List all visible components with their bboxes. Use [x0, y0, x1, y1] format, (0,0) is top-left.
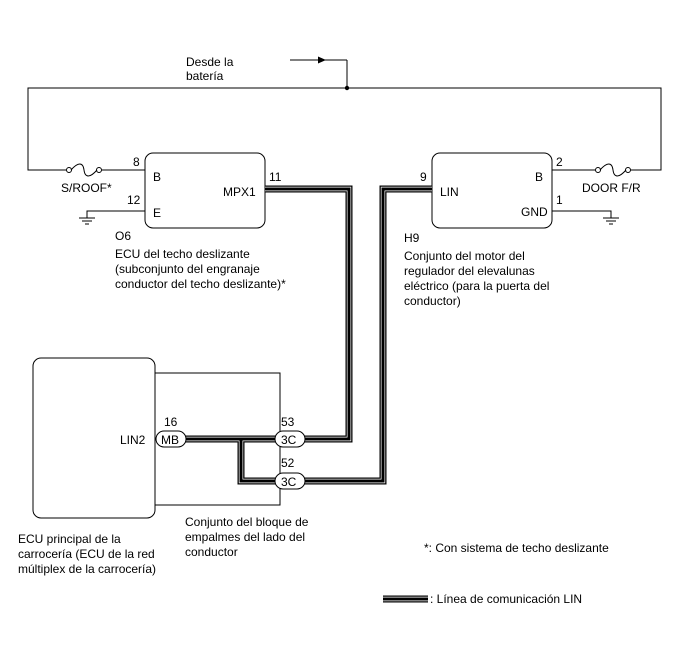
h9-pin-b-number: 2 [556, 155, 563, 169]
o6-pin-e-label: E [153, 206, 161, 220]
door-fr-fuse-icon [595, 163, 631, 177]
main-body-ecu-box [32, 357, 156, 519]
door-fr-fuse-label: DOOR F/R [582, 181, 641, 195]
o6-pin-mpx1-number: 11 [269, 170, 282, 184]
o6-pin-e-number: 12 [127, 193, 141, 207]
junction-pin-52-number: 52 [281, 456, 295, 470]
h9-pin-gnd-number: 1 [556, 193, 563, 207]
o6-pin-b-label: B [153, 170, 161, 184]
ground-icon [79, 210, 145, 225]
main-ecu-description-line1: ECU principal de la [18, 532, 121, 546]
battery-label-line1: Desde la [186, 55, 234, 69]
o6-description-line1: ECU del techo deslizante [115, 247, 250, 261]
o6-description-line3: conductor del techo deslizante)* [115, 277, 286, 291]
lin-communication-lines [185, 185, 432, 485]
o6-description-line2: (subconjunto del engranaje [115, 262, 260, 276]
o6-pin-mpx1-label: MPX1 [223, 185, 256, 199]
connector-mb [155, 430, 187, 448]
main-ecu-description-line2: carrocería (ECU de la red [18, 547, 155, 561]
h9-pin-lin-number: 9 [420, 170, 427, 184]
sroof-fuse-label: S/ROOF* [61, 181, 112, 195]
junction-pin-53-number: 53 [281, 415, 295, 429]
junction-description-line2: empalmes del lado del [185, 530, 305, 544]
main-ecu-pin-number: 16 [164, 415, 178, 429]
sroof-fuse-icon [66, 163, 102, 177]
junction-description-line3: conductor [185, 545, 238, 559]
h9-connector-code: H9 [404, 231, 420, 245]
connector-3c-upper-label: 3C [281, 433, 297, 447]
h9-pin-b-label: B [535, 170, 543, 184]
o6-pin-b-number: 8 [133, 155, 140, 169]
legend-label: : Línea de comunicación LIN [430, 592, 582, 606]
connector-3c-lower-label: 3C [281, 475, 297, 489]
footnote: *: Con sistema de techo deslizante [424, 541, 609, 555]
o6-connector-code: O6 [115, 229, 131, 243]
main-ecu-pin-lin2-label: LIN2 [120, 433, 146, 447]
h9-description-line2: regulador del elevalunas [404, 264, 535, 278]
main-ecu-description-line3: múltiplex de la carrocería) [18, 562, 156, 576]
connector-3c-upper [274, 430, 306, 448]
connector-3c-lower [274, 472, 306, 490]
h9-description-line1: Conjunto del motor del [404, 249, 525, 263]
connector-mb-label: MB [161, 433, 179, 447]
ground-icon [552, 210, 619, 225]
h9-description-line4: conductor) [404, 294, 461, 308]
h9-pin-lin-label: LIN [440, 185, 459, 199]
battery-supply-wiring [27, 56, 662, 171]
h9-description-line3: eléctrico (para la puerta del [404, 279, 549, 293]
battery-label-line2: batería [186, 69, 224, 83]
junction-description-line1: Conjunto del bloque de [185, 515, 309, 529]
h9-pin-gnd-label: GND [521, 205, 548, 219]
